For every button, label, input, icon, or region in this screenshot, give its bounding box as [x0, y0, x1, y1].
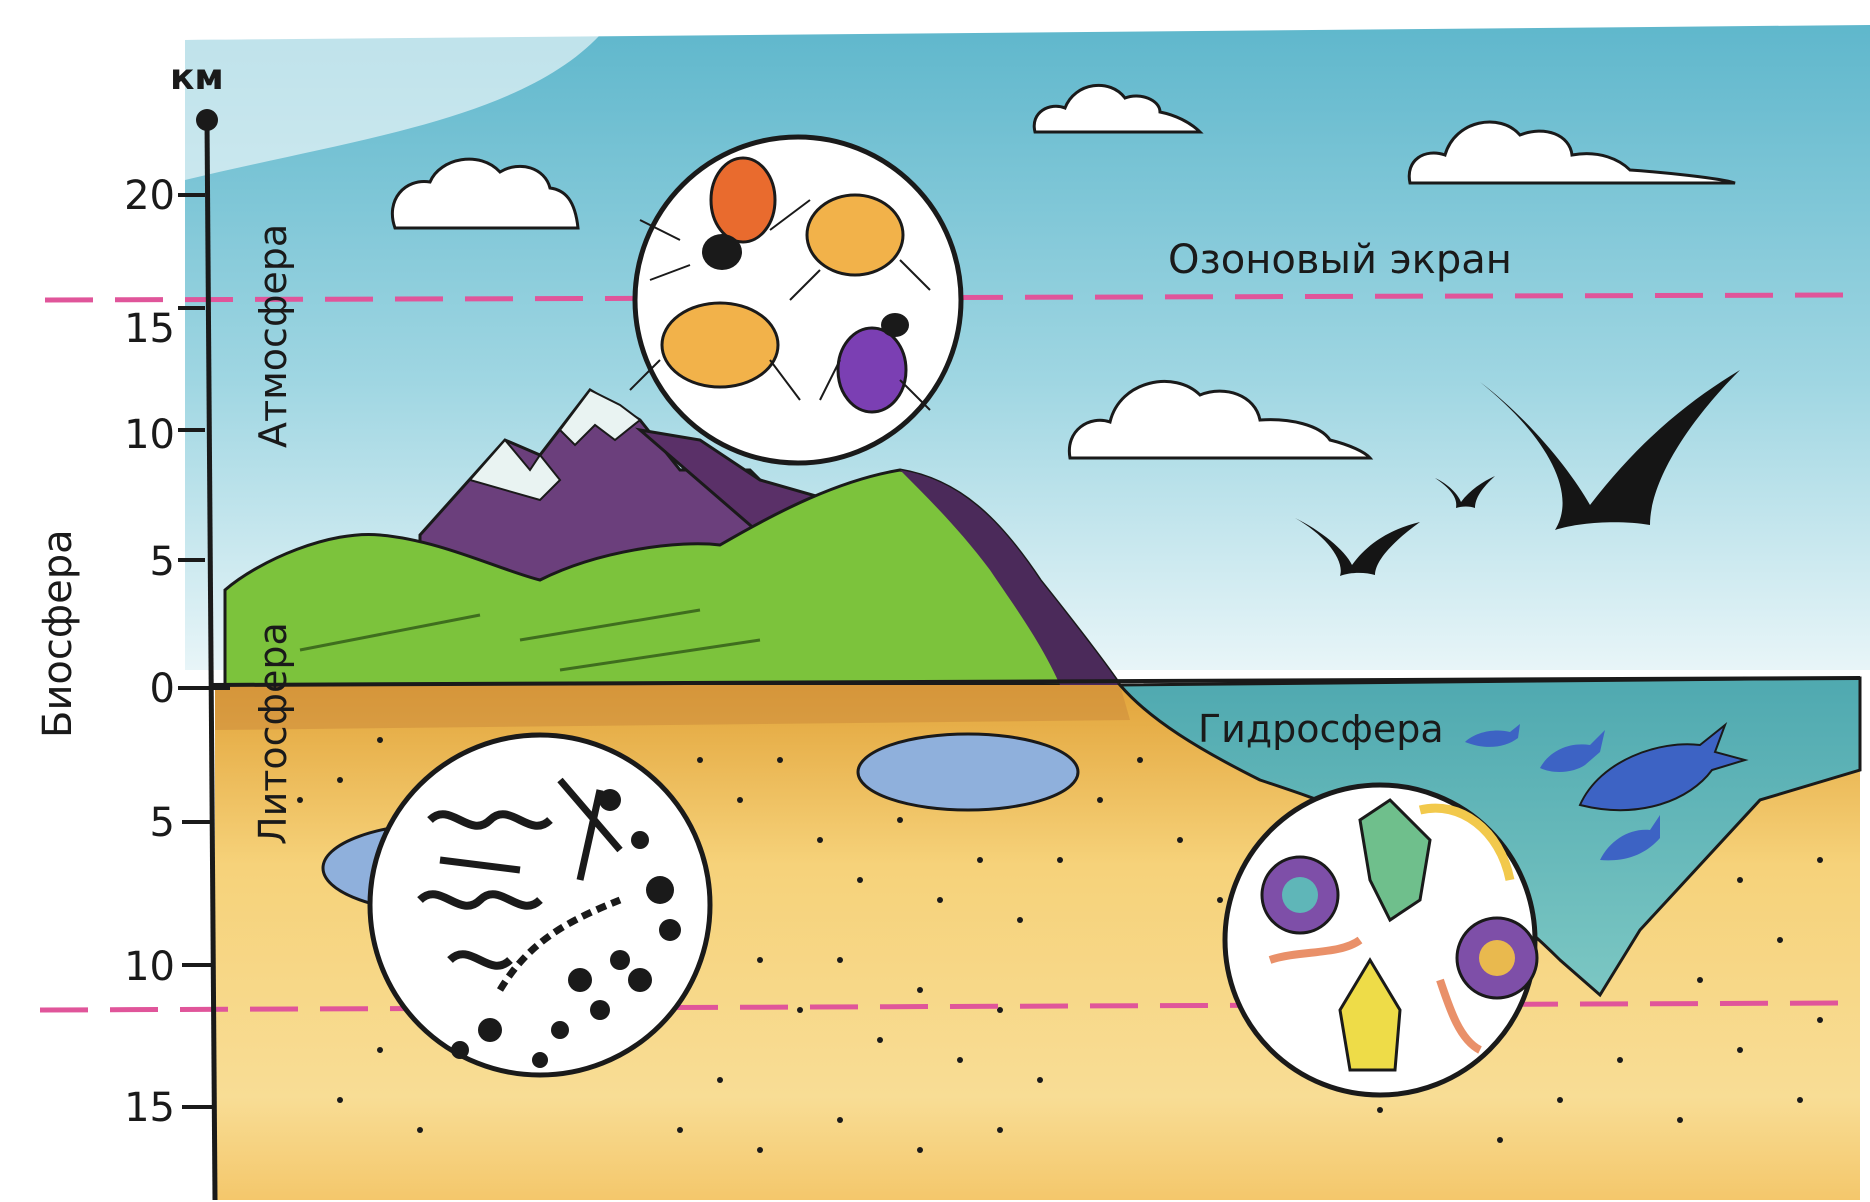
atmosphere-label: Атмосфера: [254, 224, 292, 448]
lithosphere-label: Литосфера: [254, 622, 292, 845]
tick-label: 15: [95, 309, 175, 349]
tick-label: 5: [95, 542, 175, 582]
magnified-circle-mites: [630, 137, 961, 463]
magnified-circle-plankton: [1225, 785, 1537, 1095]
scale-unit-label: км: [170, 60, 224, 96]
tick-label: 10: [95, 947, 175, 987]
tick-label: 10: [95, 415, 175, 455]
tick-label: 15: [95, 1088, 175, 1128]
magnified-circle-bacteria: [370, 735, 710, 1075]
biosphere-label: Биосфера: [38, 529, 78, 738]
tick-label: 5: [95, 803, 175, 843]
tick-label: 20: [95, 176, 175, 216]
ozone-screen-label: Озоновый экран: [1168, 240, 1512, 280]
hydrosphere-label: Гидросфера: [1198, 710, 1444, 748]
tick-label: 0: [95, 669, 175, 709]
